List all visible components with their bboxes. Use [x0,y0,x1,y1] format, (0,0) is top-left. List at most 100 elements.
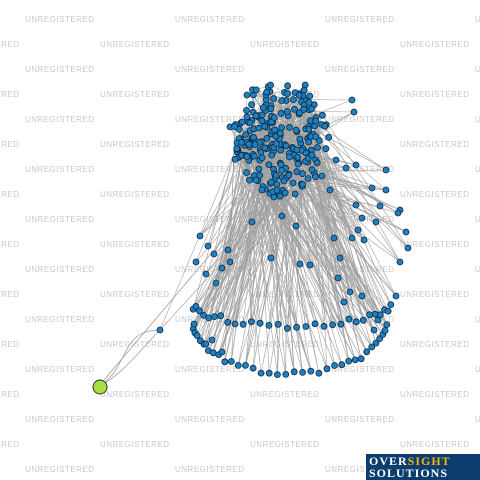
graph-node [381,327,389,334]
graph-node [208,336,216,344]
watermark-text: UNREGISTERED [325,415,395,424]
graph-node [272,171,280,179]
graph-node [278,97,286,104]
graph-node [321,122,329,130]
graph-edge [309,136,409,249]
graph-node [305,125,313,133]
watermark-text: UNREGISTERED [0,290,20,299]
watermark-text: UNREGISTERED [100,190,170,199]
graph-node [243,153,251,160]
watermark-text: UNREGISTERED [100,240,170,249]
graph-node [210,250,218,258]
watermark-text: UNREGISTERED [475,165,480,174]
graph-node [265,369,273,377]
graph-node [306,261,314,269]
graph-node [308,151,316,159]
graph-node [332,156,340,164]
graph-node [270,114,278,121]
graph-edge [275,175,278,375]
watermark-text: UNREGISTERED [400,440,470,449]
graph-edge [308,158,325,327]
watermark-text: UNREGISTERED [325,165,395,174]
graph-node [283,108,291,115]
graph-node [217,312,225,320]
graph-node [273,186,281,194]
watermark-text: UNREGISTERED [325,15,395,24]
graph-node [248,218,256,226]
graph-node [255,124,263,132]
graph-node [291,190,299,198]
graph-node [392,292,400,300]
watermark-text: UNREGISTERED [25,365,95,374]
watermark-text: UNREGISTERED [175,115,245,124]
graph-edge [213,152,239,255]
graph-node [196,232,204,240]
graph-node [296,260,304,268]
graph-node [252,112,260,120]
watermark-text: UNREGISTERED [475,15,480,24]
watermark-text: UNREGISTERED [400,340,470,349]
graph-node [259,104,267,111]
graph-edge [234,159,370,315]
graph-node [246,119,254,127]
watermark-text: UNREGISTERED [475,265,480,274]
graph-node [312,133,320,141]
logo-word-solutions: SOLUTIONS [369,466,449,480]
graph-node [270,95,278,102]
graph-node [376,202,384,210]
graph-edge [237,149,312,372]
graph-node [340,298,348,306]
graph-node [334,274,342,282]
watermark-text: UNREGISTERED [250,40,320,49]
graph-node [243,91,251,99]
graph-node [357,355,365,363]
graph-edge [159,159,316,331]
graph-node [251,152,258,160]
graph-node [261,144,269,152]
graph-edge [324,126,401,263]
watermark-text: UNREGISTERED [400,90,470,99]
watermark-text: UNREGISTERED [175,165,245,174]
graph-node [299,170,306,178]
graph-node [248,101,256,109]
watermark-text: UNREGISTERED [400,390,470,399]
graph-node [330,234,338,242]
graph-node [352,161,360,169]
graph-node [227,358,235,365]
graph-node [281,189,289,197]
graph-edge [294,193,386,331]
graph-node [256,171,264,179]
graph-edge [245,171,298,366]
graph-node [318,111,326,119]
watermark-text: UNREGISTERED [0,440,20,449]
graph-node [278,124,286,131]
graph-node [277,109,285,117]
graph-node [346,288,354,296]
graph-node [383,321,391,329]
watermark-text: UNREGISTERED [0,40,20,49]
graph-node [210,313,218,321]
logo-word-over: OVER [369,454,408,468]
watermark-text: UNREGISTERED [0,140,20,149]
graph-node [289,179,297,187]
watermark-text: UNREGISTERED [25,415,95,424]
graph-node [294,160,302,168]
watermark-text: UNREGISTERED [175,415,245,424]
graph-node [265,321,273,329]
graph-node [311,320,319,328]
graph-node [277,161,285,169]
graph-node [277,146,285,154]
graph-node [252,86,260,94]
graph-node [258,186,266,194]
graph-node [258,117,266,125]
watermark-text: UNREGISTERED [25,265,95,274]
graph-node [372,339,380,347]
watermark-text: UNREGISTERED [325,265,395,274]
graph-node [258,154,266,162]
graph-node [192,302,200,310]
graph-node [267,105,275,113]
watermark-text: UNREGISTERED [25,215,95,224]
graph-edge [283,180,368,352]
graph-node [192,258,200,266]
graph-node [311,173,319,181]
